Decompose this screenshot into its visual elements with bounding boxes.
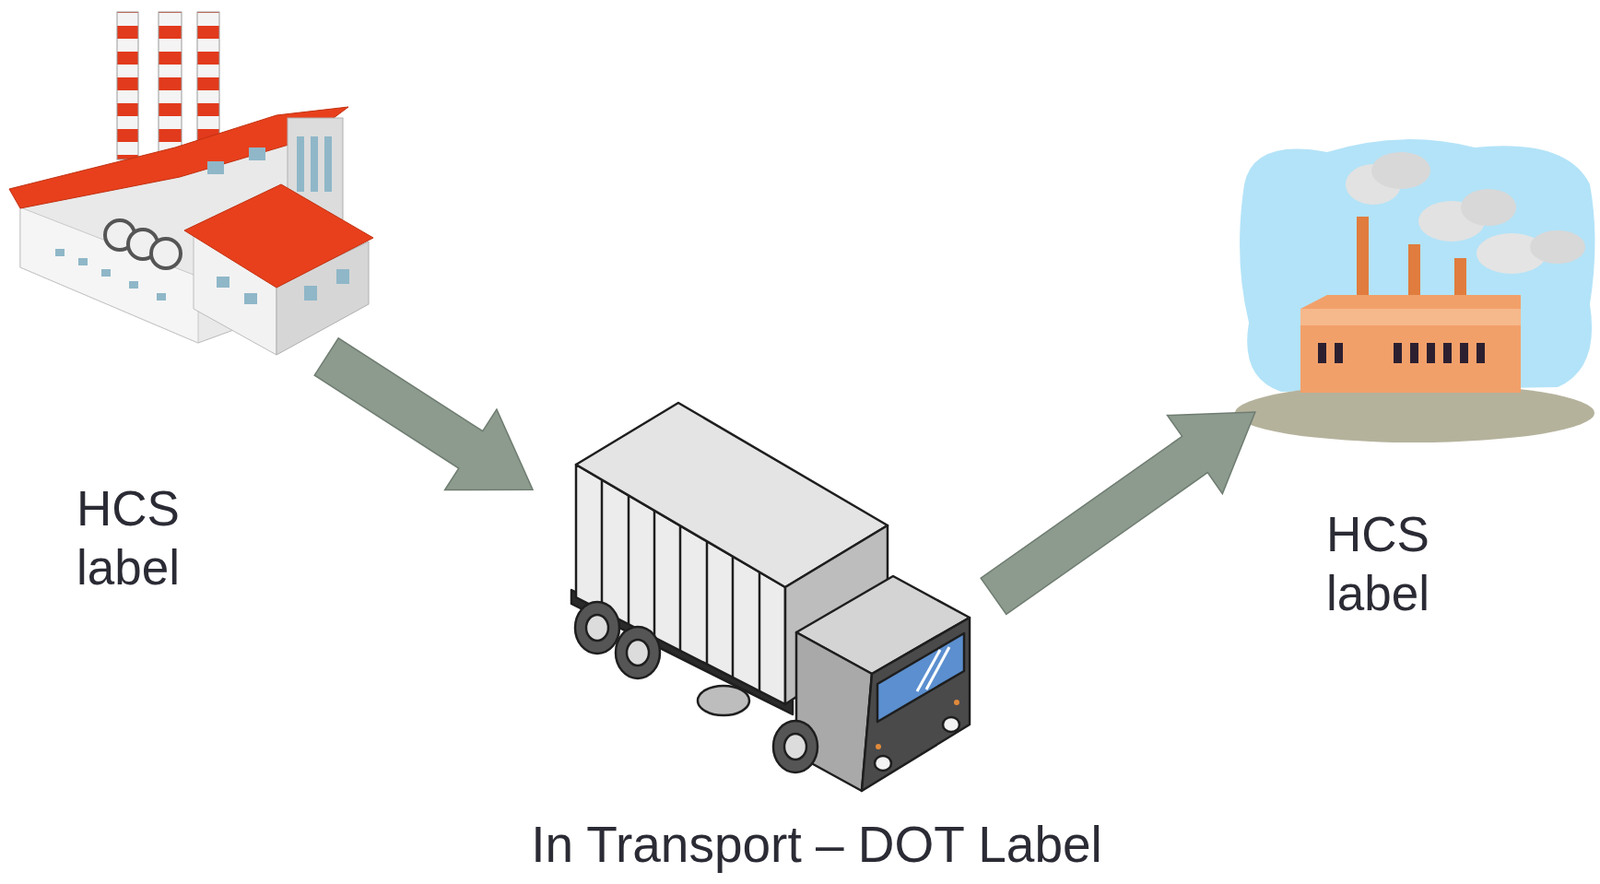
- truck: [571, 402, 970, 791]
- factory-right: [1235, 139, 1596, 443]
- illustration-node: HCS label: [10, 10, 370, 357]
- illustration-node: In Transport – DOT Label: [532, 402, 994, 798]
- node-label: HCS label: [1326, 505, 1474, 623]
- node-label: In Transport – DOT Label: [530, 815, 1103, 874]
- illustration-node: HCS label: [1235, 138, 1595, 443]
- node-label: HCS label: [76, 479, 224, 597]
- factory-left: [9, 11, 374, 355]
- block-arrow: [980, 411, 1256, 614]
- block-arrow: [314, 338, 533, 491]
